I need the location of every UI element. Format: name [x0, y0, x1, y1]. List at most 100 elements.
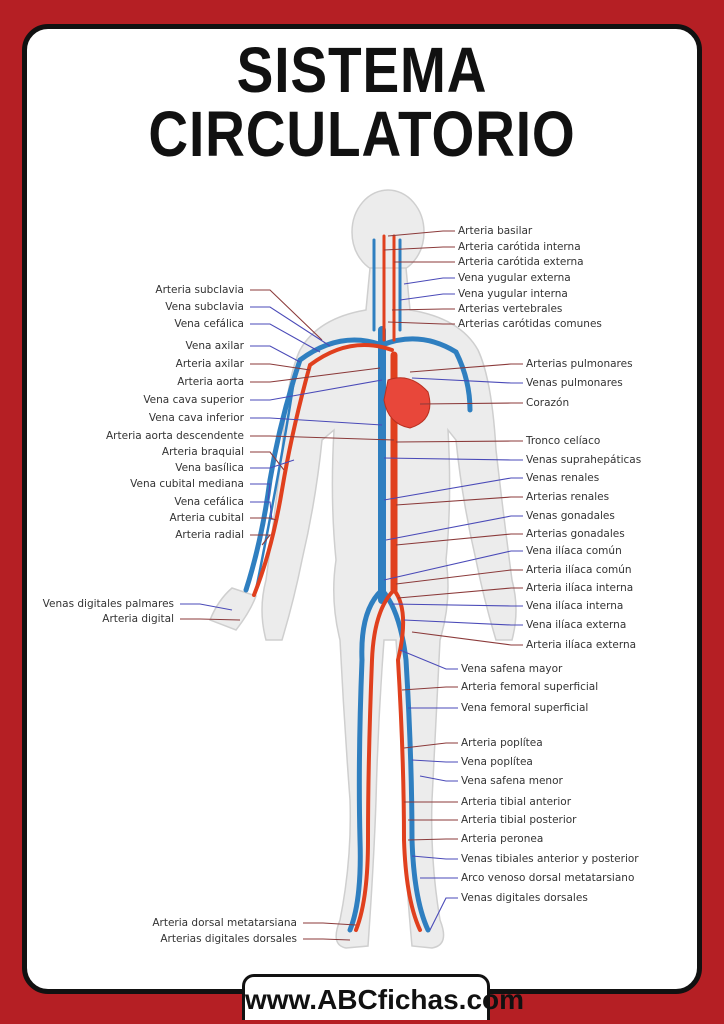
label-r-34: Venas digitales dorsales: [461, 892, 588, 904]
label-r-21: Vena ilíaca externa: [526, 619, 627, 631]
leader-line: [250, 306, 331, 347]
leader-line: [391, 308, 455, 311]
leader-line: [303, 938, 351, 941]
leader-line: [383, 550, 523, 581]
leader-line: [419, 775, 458, 782]
label-r-32: Venas tibiales anterior y posterior: [461, 853, 639, 865]
label-r-27: Vena poplítea: [461, 756, 533, 768]
label-r-5: Vena yugular interna: [458, 288, 568, 300]
leader-line: [250, 379, 383, 401]
leader-line: [395, 533, 523, 546]
title-line-1: SISTEMA: [236, 34, 488, 106]
label-r-26: Arteria poplítea: [461, 737, 543, 749]
label-l-2: Vena subclavia: [165, 301, 244, 313]
leader-line: [383, 246, 455, 251]
label-r-4: Vena yugular externa: [458, 272, 571, 284]
label-r-19: Arteria ilíaca interna: [526, 582, 634, 594]
leader-line: [250, 517, 277, 521]
leader-line: [303, 922, 357, 926]
leader-line: [250, 435, 395, 441]
label-l-4: Vena axilar: [185, 340, 245, 352]
label-r-11: Tronco celíaco: [526, 435, 601, 447]
label-l-17: Arteria digital: [102, 613, 174, 625]
label-r-9: Venas pulmonares: [526, 377, 623, 389]
body-silhouette: [209, 189, 517, 949]
leader-line: [419, 402, 523, 405]
leader-line: [399, 649, 458, 670]
label-l-16: Venas digitales palmares: [42, 598, 174, 610]
label-r-1: Arteria basilar: [458, 225, 533, 237]
label-l-7: Vena cava superior: [143, 394, 244, 406]
leader-line: [429, 897, 458, 931]
leader-line: [383, 477, 523, 501]
label-l-1: Arteria subclavia: [155, 284, 244, 296]
label-l-8: Vena cava inferior: [148, 412, 244, 424]
leader-line: [383, 457, 523, 461]
leader-line: [411, 855, 458, 860]
label-l-14: Arteria cubital: [169, 512, 244, 524]
leader-lines: [180, 230, 523, 941]
label-r-3: Arteria carótida externa: [458, 256, 584, 268]
page-title: SISTEMA CIRCULATORIO: [51, 38, 674, 166]
leader-line: [250, 451, 285, 471]
label-r-13: Venas renales: [526, 472, 600, 484]
leader-line: [387, 230, 455, 237]
leader-line: [387, 321, 455, 325]
leader-line: [403, 742, 458, 749]
label-r-30: Arteria tibial posterior: [461, 814, 577, 826]
leader-line: [399, 293, 455, 301]
leader-line: [411, 377, 523, 384]
label-l-12: Vena cubital mediana: [130, 478, 244, 490]
label-l-11: Vena basílica: [175, 462, 244, 474]
leader-line: [397, 587, 523, 599]
label-r-29: Arteria tibial anterior: [461, 796, 572, 808]
label-r-14: Arterias renales: [526, 491, 610, 503]
label-l-9: Arteria aorta descendente: [106, 430, 244, 442]
label-r-31: Arteria peronea: [461, 833, 544, 845]
leader-line: [395, 440, 523, 443]
footer-url: www.ABCfichas.com: [242, 974, 524, 1020]
leader-line: [180, 603, 233, 611]
label-r-24: Arteria femoral superficial: [461, 681, 599, 693]
leader-line: [407, 838, 458, 841]
leader-line: [409, 363, 523, 373]
leader-line: [250, 417, 383, 426]
label-r-12: Venas suprahepáticas: [526, 454, 642, 466]
veins: [243, 238, 473, 933]
leader-line: [250, 483, 271, 501]
leader-line: [250, 459, 295, 469]
label-r-17: Vena ilíaca común: [526, 545, 622, 557]
label-r-15: Venas gonadales: [526, 510, 615, 522]
leader-line: [411, 631, 523, 646]
label-r-2: Arteria carótida interna: [458, 241, 581, 253]
label-r-20: Vena ilíaca interna: [526, 600, 624, 612]
leader-line: [180, 618, 241, 621]
label-l-19: Arterias digitales dorsales: [160, 933, 297, 945]
leader-line: [401, 686, 458, 691]
leader-line: [385, 515, 523, 541]
label-r-23: Vena safena mayor: [461, 663, 563, 675]
label-r-28: Vena safena menor: [461, 775, 563, 787]
leader-line: [411, 759, 458, 763]
label-r-22: Arteria ilíaca externa: [526, 639, 637, 651]
label-r-8: Arterias pulmonares: [526, 358, 633, 370]
label-r-6: Arterias vertebrales: [458, 303, 563, 315]
leader-line: [391, 603, 523, 607]
label-l-13: Vena cefálica: [174, 496, 244, 508]
label-r-18: Arteria ilíaca común: [526, 564, 632, 576]
leader-line: [395, 496, 523, 506]
label-r-10: Corazón: [526, 397, 570, 409]
label-r-7: Arterias carótidas comunes: [458, 318, 602, 330]
label-r-16: Arterias gonadales: [526, 528, 625, 540]
leader-line: [250, 534, 272, 546]
label-r-33: Arco venoso dorsal metatarsiano: [461, 872, 635, 884]
label-r-25: Vena femoral superficial: [461, 702, 589, 714]
label-l-15: Arteria radial: [175, 529, 244, 541]
heart: [383, 377, 431, 429]
leader-line: [250, 501, 273, 521]
leader-line: [250, 289, 323, 341]
title-line-2: CIRCULATORIO: [148, 98, 576, 170]
label-l-10: Arteria braquial: [161, 446, 244, 458]
label-l-3: Vena cefálica: [174, 318, 244, 330]
